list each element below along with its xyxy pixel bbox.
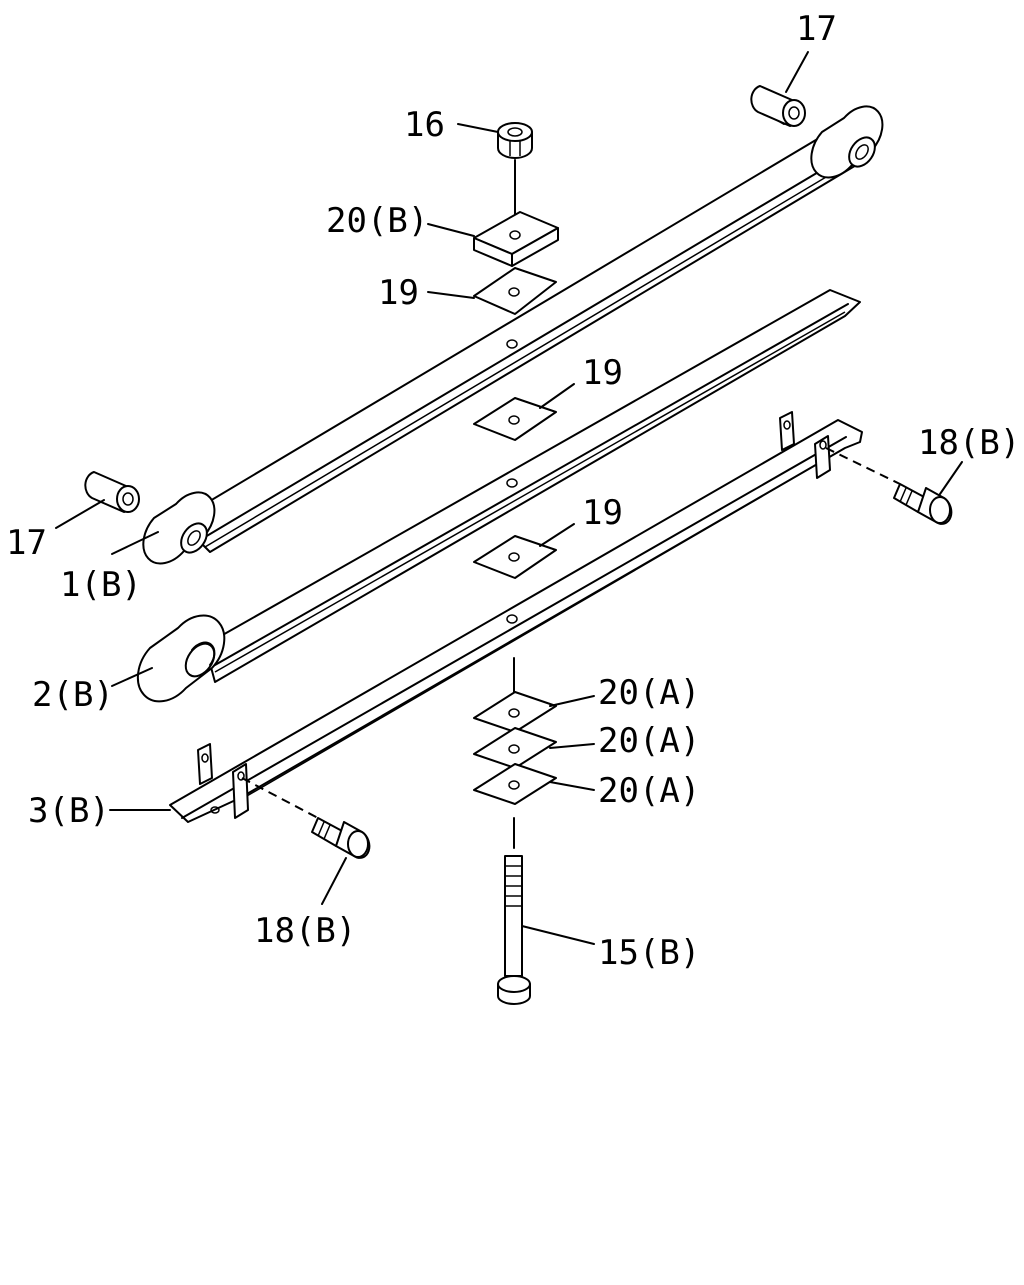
plate-20a-2 — [473, 727, 557, 769]
callout-1b: 1(B) — [60, 565, 142, 605]
leaf-spring-3 — [169, 419, 863, 823]
callout-19-top: 19 — [378, 273, 419, 313]
center-bolt — [497, 855, 531, 1005]
leaf-1-eye-right — [810, 105, 884, 179]
callout-16: 16 — [404, 105, 445, 145]
pad-19-top — [473, 267, 557, 315]
pad-19-lower — [473, 535, 557, 579]
callout-18b-left: 18(B) — [254, 911, 356, 951]
bushing-top — [750, 85, 806, 127]
bolt-18b-left — [311, 817, 371, 859]
callout-20a-1: 20(A) — [598, 673, 700, 713]
nut — [497, 122, 533, 159]
plate-20b — [473, 211, 559, 267]
callout-19-middle: 19 — [582, 353, 623, 393]
callout-17-left: 17 — [6, 523, 47, 563]
bolt-18b-right — [893, 483, 953, 525]
callout-20b: 20(B) — [326, 201, 428, 241]
callout-19-lower: 19 — [582, 493, 623, 533]
leader-lines — [55, 51, 963, 945]
leaf-2-eye — [136, 614, 226, 703]
callout-20a-3: 20(A) — [598, 771, 700, 811]
callout-17-top: 17 — [796, 9, 837, 49]
callout-2b: 2(B) — [32, 675, 114, 715]
callout-15b: 15(B) — [598, 933, 700, 973]
leaf-spring-2 — [204, 289, 861, 683]
callout-18b-right: 18(B) — [918, 423, 1020, 463]
bushing-left — [84, 471, 140, 513]
leaf-3-clip-left — [197, 743, 249, 819]
leaf-3-clip-right — [779, 411, 831, 479]
callout-20a-2: 20(A) — [598, 721, 700, 761]
bolt-right-axis-line — [825, 447, 901, 485]
leaf-1-eye-left — [142, 491, 216, 565]
plate-20a-1 — [473, 691, 557, 733]
callout-3b: 3(B) — [28, 791, 110, 831]
plate-20a-3 — [473, 763, 557, 805]
pad-19-middle — [473, 397, 557, 441]
